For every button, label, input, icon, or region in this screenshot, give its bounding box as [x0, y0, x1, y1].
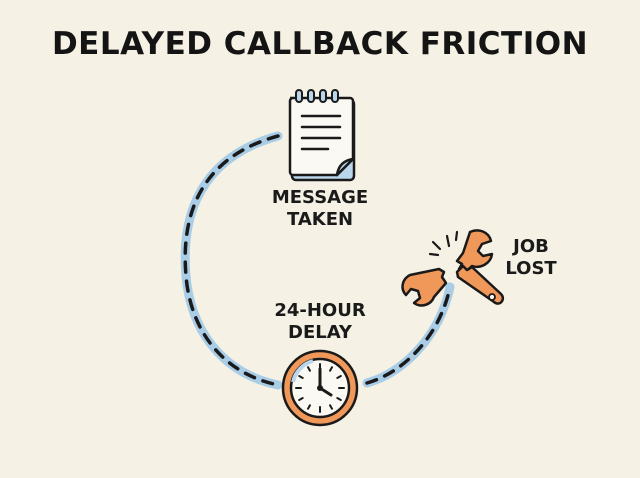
clock-icon	[281, 349, 359, 427]
label-job-lost: JOB LOST	[500, 236, 562, 280]
diagram-title: DELAYED CALLBACK FRICTION	[51, 26, 589, 62]
label-line-1: MESSAGE	[271, 187, 369, 208]
flow-path-left	[180, 131, 283, 390]
broken-wrench-icon	[401, 229, 505, 307]
label-line-2: TAKEN	[286, 209, 354, 230]
flow-path-right	[362, 282, 455, 388]
label-line-1: JOB	[513, 236, 549, 257]
label-24-hour-delay: 24-HOUR DELAY	[262, 300, 378, 344]
label-message-taken: MESSAGE TAKEN	[265, 187, 375, 231]
label-line-1: 24-HOUR	[274, 300, 366, 321]
label-line-2: LOST	[505, 258, 557, 279]
label-line-2: DELAY	[288, 322, 352, 343]
notepad-icon	[288, 89, 356, 182]
